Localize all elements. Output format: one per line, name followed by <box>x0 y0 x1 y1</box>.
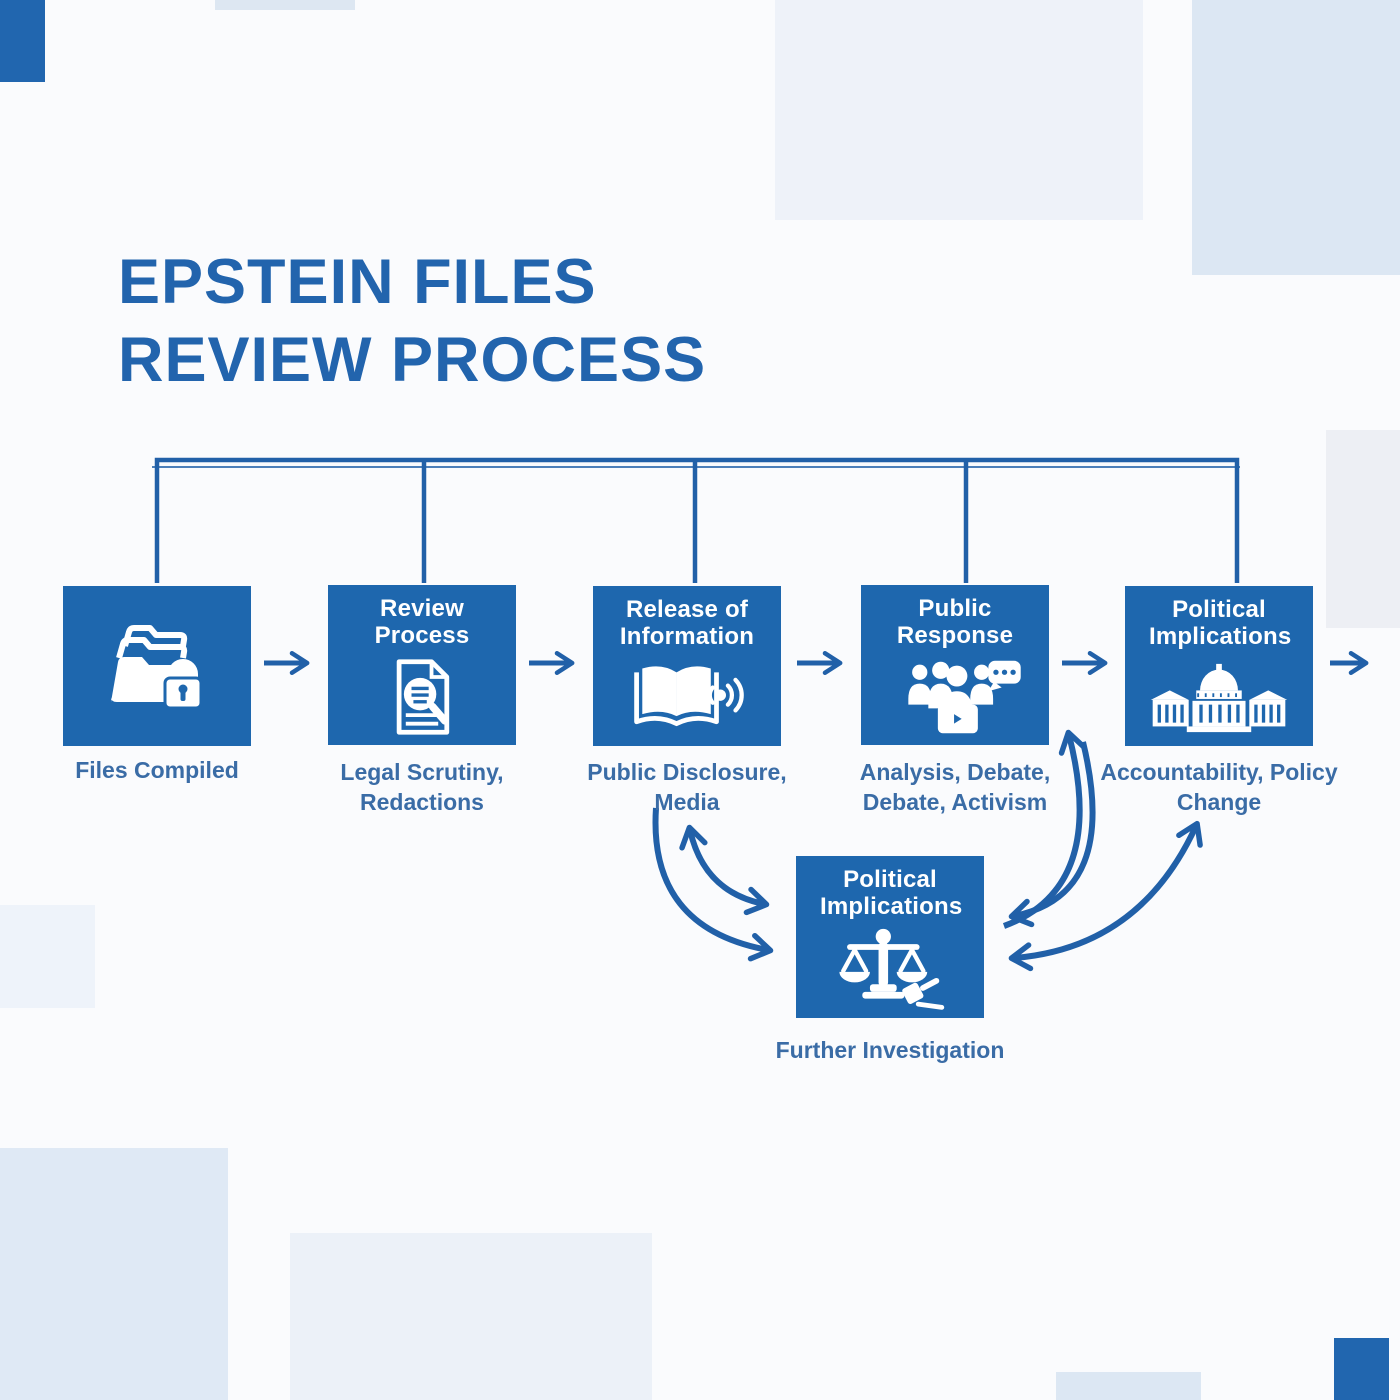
open-book-broadcast-icon <box>593 651 781 746</box>
page-title-line1: EPSTEIN FILES <box>118 247 597 317</box>
caption-political-implications: Accountability, Policy Change <box>1100 759 1338 815</box>
page-title-line2: REVIEW PROCESS <box>118 325 707 396</box>
caption-public-response: Analysis, Debate, Debate, Activism <box>859 759 1051 815</box>
document-magnifier-icon <box>328 650 516 745</box>
stage-label: Political Implications <box>1149 596 1292 650</box>
crowd-discussion-icon <box>861 650 1049 745</box>
stage-label: Public Response <box>896 595 1014 649</box>
capitol-building-icon <box>1125 651 1313 746</box>
decor-rect <box>775 0 1143 220</box>
caption-review-process: Legal Scrutiny, Redactions <box>340 759 504 815</box>
decor-rect <box>1056 1372 1201 1400</box>
caption-release-information: Public Disclosure, Media <box>587 759 787 815</box>
page-title: EPSTEIN FILES REVIEW PROCESS <box>118 243 706 399</box>
caption-files-compiled: Files Compiled <box>75 757 239 783</box>
decor-rect <box>1334 1338 1389 1400</box>
decor-rect <box>290 1233 652 1400</box>
decor-rect <box>1192 0 1400 275</box>
decor-rect <box>0 0 45 82</box>
stage-box-release-information: Release of Information <box>593 586 781 746</box>
stage-label: Political Implications <box>820 866 963 920</box>
caption-further-investigation: Further Investigation <box>775 1037 1005 1063</box>
stage-box-review-process: Review Process <box>328 585 516 745</box>
curve-side-to-release <box>679 824 770 916</box>
decor-rect <box>1326 430 1400 628</box>
curve-side-to-political <box>1008 820 1203 972</box>
decor-rect <box>215 0 355 10</box>
curve-release-to-side <box>652 807 774 962</box>
stage-label: Review Process <box>374 595 470 649</box>
stage-box-further-investigation: Political Implications <box>796 856 984 1018</box>
justice-scales-gavel-icon <box>796 921 984 1018</box>
top-connector-tree <box>152 457 1240 583</box>
decor-rect <box>0 1148 228 1400</box>
stage-box-political-implications: Political Implications <box>1125 586 1313 746</box>
stage-box-files-compiled <box>63 586 251 746</box>
stage-box-public-response: Public Response <box>861 585 1049 745</box>
decor-rect <box>0 905 95 1008</box>
locked-folders-icon <box>63 586 251 746</box>
stage-label: Release of Information <box>619 596 755 650</box>
